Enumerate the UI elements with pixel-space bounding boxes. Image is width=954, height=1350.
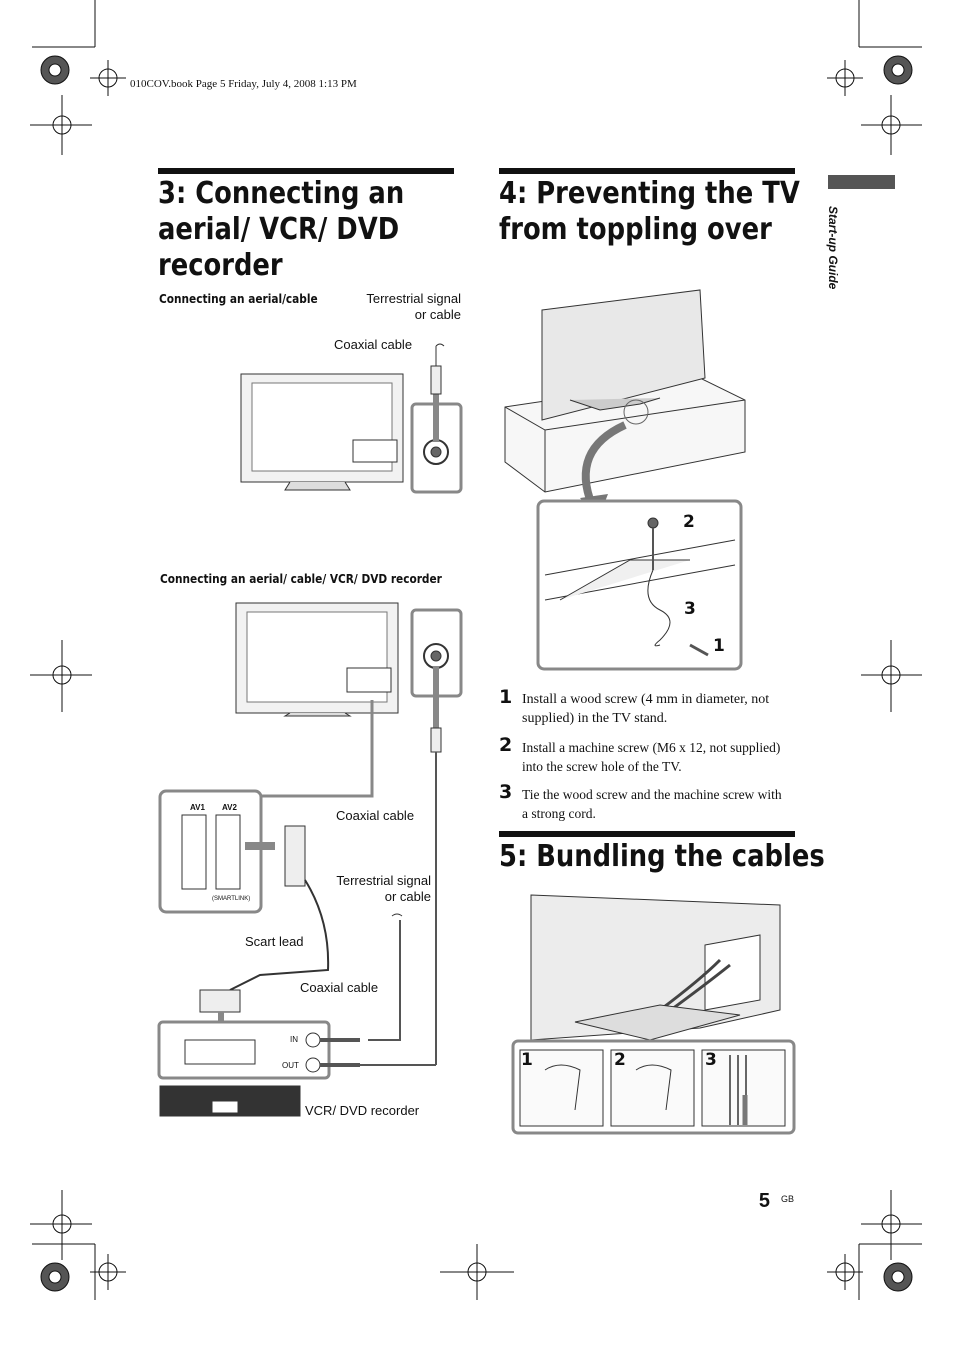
label-av1: AV1 [190,803,205,812]
step-1-text: Install a wood screw (4 mm in diameter, … [522,692,770,726]
panel-2-label: 2 [614,1050,626,1070]
callout-2: 2 [683,512,695,532]
crop-marks [30,0,922,1300]
step-3-number: 3 [499,781,513,803]
section3-title: 3: Connecting an aerial/ VCR/ DVD record… [158,176,405,283]
label-coaxial-3: Coaxial cable [300,980,379,995]
section4-title: 4: Preventing the TV from toppling over [499,176,800,247]
section3-rule [158,168,454,174]
section5-title: 5: Bundling the cables [499,839,825,874]
label-smartlink: (SMARTLINK) [212,896,251,902]
label-scart: Scart lead [245,934,304,949]
label-in: IN [290,1035,298,1044]
page-number: 5 [758,1190,770,1212]
label-av2: AV2 [222,803,237,812]
page-suffix: GB [781,1194,795,1204]
panel-3-label: 3 [705,1050,717,1070]
step-2-text: Install a machine screw (M6 x 12, not su… [522,740,781,774]
bundling-diagram [511,894,796,1135]
callout-3: 3 [684,599,696,619]
step-1-number: 1 [499,686,513,708]
toppling-diagram [504,289,746,671]
callout-1: 1 [713,636,725,656]
section3-subheading-aerial: Connecting an aerial/cable [159,292,318,306]
section5-rule [499,831,795,837]
label-recorder: VCR/ DVD recorder [305,1103,420,1118]
section3-subheading-vcr: Connecting an aerial/ cable/ VCR/ DVD re… [160,572,442,586]
panel-1-label: 1 [521,1050,533,1070]
side-tab-bar [828,175,895,189]
step-2-number: 2 [499,734,513,756]
print-info: 010COV.book Page 5 Friday, July 4, 2008 … [130,78,357,90]
label-coaxial-2: Coaxial cable [336,808,415,823]
label-coaxial-1: Coaxial cable [334,337,413,352]
side-tab-label: Start-up Guide [826,206,840,290]
step-3-text: Tie the wood screw and the machine screw… [522,787,782,821]
vcr-connection-diagram [157,602,463,1117]
section4-rule [499,168,795,174]
label-out: OUT [282,1061,299,1070]
aerial-connection-diagram [240,343,463,494]
